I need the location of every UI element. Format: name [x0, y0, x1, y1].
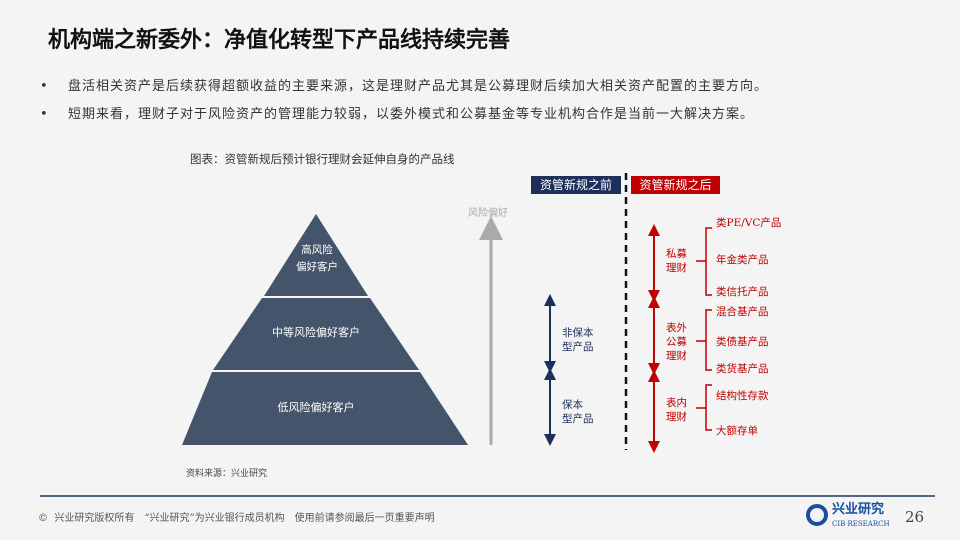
- product-item: 类债基产品: [716, 336, 769, 348]
- logo-icon: [806, 504, 828, 526]
- product-item: 年金类产品: [716, 254, 769, 266]
- copyright-icon: ©: [38, 513, 48, 524]
- after-group-public: 表外公募理财: [666, 322, 687, 362]
- page-title: 机构端之新委外：净值化转型下产品线持续完善: [48, 27, 511, 53]
- footer-disclaimer: © 兴业研究版权所有 “兴业研究”为兴业银行成员机构 使用前请参阅最后一页重要声…: [38, 513, 435, 524]
- pyramid-label-mid: 中等风险偏好客户: [272, 326, 360, 339]
- pyramid-mid: [213, 298, 419, 370]
- chart-caption: 图表：资管新规后预计银行理财会延伸自身的产品线: [190, 152, 455, 166]
- pyramid-top: [264, 214, 368, 296]
- product-item: 类货基产品: [716, 363, 769, 375]
- page-number: 26: [905, 508, 925, 526]
- after-header: 资管新规之后: [631, 176, 720, 194]
- bullet-1: •盘活相关资产是后续获得超额收益的主要来源，这是理财产品尤其是公募理财后续加大相…: [40, 79, 769, 94]
- before-group-1: 非保本型产品: [562, 327, 594, 353]
- product-item: 大额存单: [716, 425, 758, 437]
- product-item: 结构性存款: [716, 390, 769, 402]
- brackets: [696, 227, 712, 431]
- product-item: 混合基产品: [716, 306, 769, 318]
- product-item: 类信托产品: [716, 286, 769, 298]
- after-group-onbalance: 表内理财: [666, 397, 687, 423]
- pyramid-label-low: 低风险偏好客户: [277, 401, 355, 414]
- product-item: 类PE/VC产品: [716, 217, 782, 229]
- before-group-2: 保本型产品: [562, 399, 594, 425]
- logo-cn: 兴业研究: [832, 502, 885, 517]
- after-group-private: 私募理财: [666, 248, 687, 274]
- pyramid-bottom: [182, 372, 468, 445]
- risk-axis-label: 风险偏好: [468, 208, 508, 219]
- logo-en: CIB RESEARCH: [832, 520, 890, 528]
- before-header: 资管新规之前: [531, 176, 621, 194]
- pyramid-label-high: 高风险偏好客户: [296, 244, 338, 273]
- bullet-2: •短期来看，理财子对于风险资产的管理能力较弱，以委外模式和公募基金等专业机构合作…: [40, 107, 755, 122]
- source-note: 资料来源：兴业研究: [186, 469, 268, 479]
